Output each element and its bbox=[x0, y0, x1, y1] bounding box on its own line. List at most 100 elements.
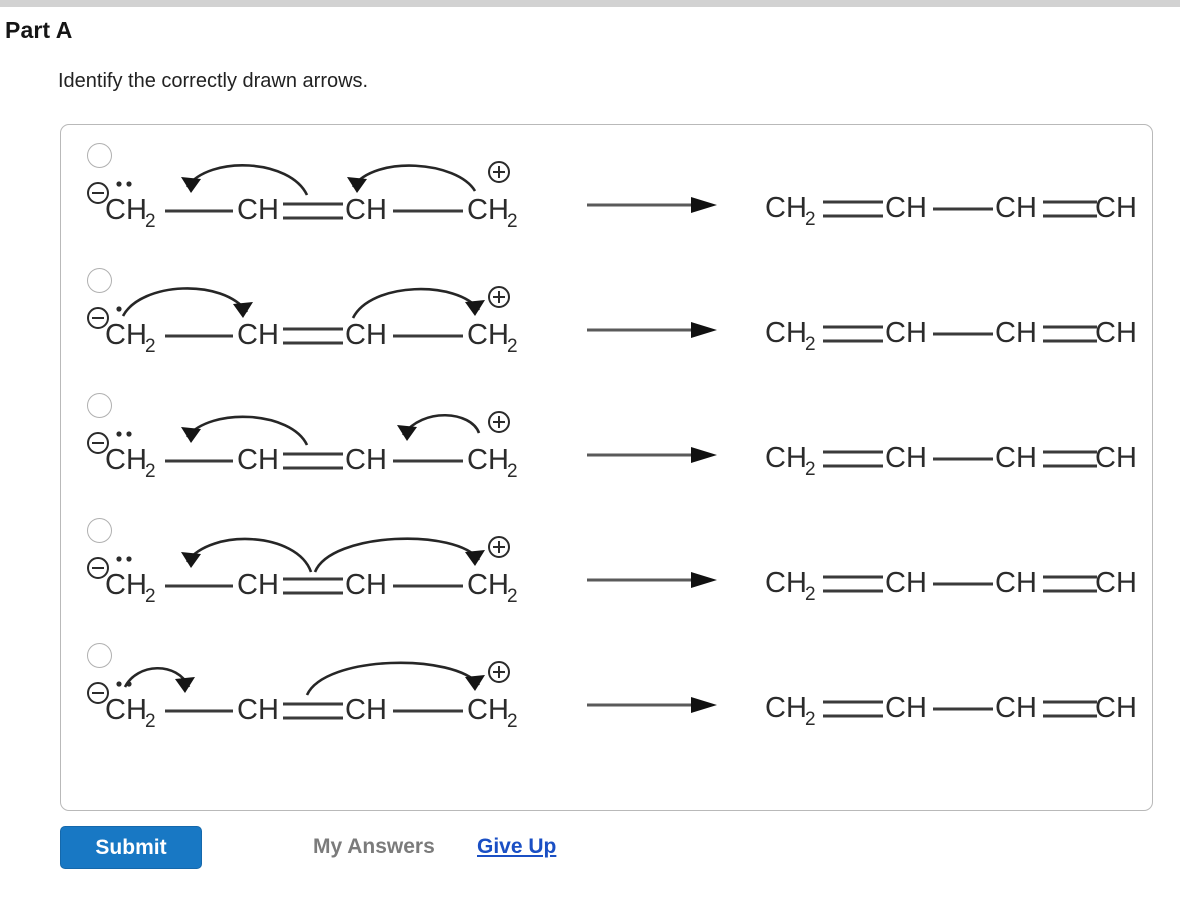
plus-charge-ring bbox=[488, 411, 510, 433]
product-atom-c4: CH bbox=[1095, 567, 1135, 599]
radio-choice-3[interactable] bbox=[87, 393, 112, 418]
product-atom-c1: CH bbox=[765, 567, 807, 599]
radio-choice-5[interactable] bbox=[87, 643, 112, 668]
reaction-arrow-head bbox=[691, 447, 717, 463]
atom-c3: CH bbox=[345, 569, 387, 601]
product-atom-c3: CH bbox=[995, 442, 1037, 474]
reaction-arrow-head bbox=[691, 697, 717, 713]
arrow-lonepair-to-c2-head bbox=[233, 302, 253, 318]
product-atom-c1-sub: 2 bbox=[805, 459, 816, 480]
atom-c1: CH bbox=[105, 694, 147, 726]
product-atom-c2: CH bbox=[885, 317, 927, 349]
arrow-cation-to-bond-head bbox=[347, 177, 367, 193]
arrow-bond-to-cation-head bbox=[465, 300, 485, 316]
reaction-arrow-head bbox=[691, 197, 717, 213]
choice-5-structure: CH 2 CH CH CH 2 C bbox=[75, 647, 1135, 747]
radio-choice-2[interactable] bbox=[87, 268, 112, 293]
radio-choice-4[interactable] bbox=[87, 518, 112, 543]
lone-pair-dot bbox=[116, 181, 122, 187]
choice-4-svg: CH 2 CH CH CH 2 C bbox=[87, 536, 1135, 607]
question-prompt: Identify the correctly drawn arrows. bbox=[58, 70, 369, 92]
product-atom-c4: CH bbox=[1095, 442, 1135, 474]
choice-row-5[interactable]: CH 2 CH CH CH 2 C bbox=[61, 625, 1154, 750]
product-atom-c2: CH bbox=[885, 692, 927, 724]
product-atom-c4: CH bbox=[1095, 192, 1135, 224]
atom-c2: CH bbox=[237, 444, 279, 476]
atom-c2: CH bbox=[237, 319, 279, 351]
choice-row-1[interactable]: CH 2 CH CH CH 2 bbox=[61, 125, 1154, 250]
arrow-bond-to-cation-head bbox=[465, 550, 485, 566]
reaction-arrow-head bbox=[691, 322, 717, 338]
atom-c4-sub: 2 bbox=[507, 461, 518, 482]
choice-3-structure: CH 2 CH CH CH 2 C bbox=[75, 397, 1135, 497]
atom-c2: CH bbox=[237, 194, 279, 226]
atom-c3: CH bbox=[345, 444, 387, 476]
product-atom-c4: CH bbox=[1095, 317, 1135, 349]
lone-pair-dot bbox=[126, 431, 132, 437]
choice-2-svg: CH 2 CH CH CH 2 C bbox=[87, 286, 1135, 357]
choice-row-2[interactable]: CH 2 CH CH CH 2 C bbox=[61, 250, 1154, 375]
minus-charge-ring bbox=[87, 307, 109, 329]
product-atom-c1: CH bbox=[765, 192, 807, 224]
choice-row-4[interactable]: CH 2 CH CH CH 2 C bbox=[61, 500, 1154, 625]
choice-5-svg: CH 2 CH CH CH 2 C bbox=[87, 661, 1135, 732]
choice-row-3[interactable]: CH 2 CH CH CH 2 C bbox=[61, 375, 1154, 500]
arrow-bond-to-anion-head bbox=[181, 177, 201, 193]
submit-button[interactable]: Submit bbox=[60, 826, 202, 869]
minus-charge-ring bbox=[87, 682, 109, 704]
footer-actions: Submit My Answers Give Up bbox=[60, 824, 1153, 874]
atom-c1: CH bbox=[105, 319, 147, 351]
reaction-arrow-head bbox=[691, 572, 717, 588]
atom-c3: CH bbox=[345, 319, 387, 351]
atom-c2: CH bbox=[237, 569, 279, 601]
atom-c2: CH bbox=[237, 694, 279, 726]
atom-c1-sub: 2 bbox=[145, 336, 156, 357]
atom-c4-sub: 2 bbox=[507, 711, 518, 732]
arrow-cation-to-c3 bbox=[401, 414, 481, 436]
atom-c4: CH bbox=[467, 569, 509, 601]
radio-choice-1[interactable] bbox=[87, 143, 112, 168]
product-atom-c1-sub: 2 bbox=[805, 709, 816, 730]
atom-c4-sub: 2 bbox=[507, 336, 518, 357]
lone-pair-dot bbox=[126, 556, 132, 562]
page-title: Part A bbox=[5, 17, 73, 43]
arrow-bond-to-anion-head bbox=[181, 427, 201, 443]
minus-charge-ring bbox=[87, 182, 109, 204]
plus-charge-ring bbox=[488, 661, 510, 683]
atom-c1: CH bbox=[105, 194, 147, 226]
give-up-link[interactable]: Give Up bbox=[477, 835, 557, 858]
plus-charge-ring bbox=[488, 161, 510, 183]
plus-charge-ring bbox=[488, 536, 510, 558]
arrow-bond-to-cation bbox=[351, 287, 481, 319]
answer-choices-card: CH 2 CH CH CH 2 bbox=[60, 124, 1153, 811]
arrow-lonepair-to-c2 bbox=[121, 287, 249, 317]
product-atom-c1: CH bbox=[765, 317, 807, 349]
arrow-lonepair-to-c1-head bbox=[175, 677, 195, 693]
atom-c1-sub: 2 bbox=[145, 211, 156, 232]
product-atom-c1-sub: 2 bbox=[805, 334, 816, 355]
product-atom-c1-sub: 2 bbox=[805, 584, 816, 605]
product-atom-c3: CH bbox=[995, 692, 1037, 724]
arrow-bond-to-anion-head bbox=[181, 552, 201, 568]
atom-c4: CH bbox=[467, 694, 509, 726]
arrow-bond-to-cation bbox=[313, 537, 481, 573]
choice-3-svg: CH 2 CH CH CH 2 C bbox=[87, 411, 1135, 482]
lone-pair-dot bbox=[116, 306, 122, 312]
plus-charge-ring bbox=[488, 286, 510, 308]
product-atom-c4: CH bbox=[1095, 692, 1135, 724]
atom-c3: CH bbox=[345, 694, 387, 726]
choice-4-structure: CH 2 CH CH CH 2 C bbox=[75, 522, 1135, 622]
atom-c4-sub: 2 bbox=[507, 211, 518, 232]
product-atom-c1: CH bbox=[765, 442, 807, 474]
atom-c3: CH bbox=[345, 194, 387, 226]
lone-pair-dot bbox=[116, 556, 122, 562]
arrow-bond-to-anion bbox=[185, 164, 309, 196]
atom-c1-sub: 2 bbox=[145, 586, 156, 607]
atom-c4: CH bbox=[467, 194, 509, 226]
arrow-bond-to-anion bbox=[185, 537, 313, 573]
product-atom-c1: CH bbox=[765, 692, 807, 724]
lone-pair-dot bbox=[116, 681, 122, 687]
product-atom-c3: CH bbox=[995, 317, 1037, 349]
my-answers-button[interactable]: My Answers bbox=[313, 835, 435, 858]
minus-charge-ring bbox=[87, 432, 109, 454]
